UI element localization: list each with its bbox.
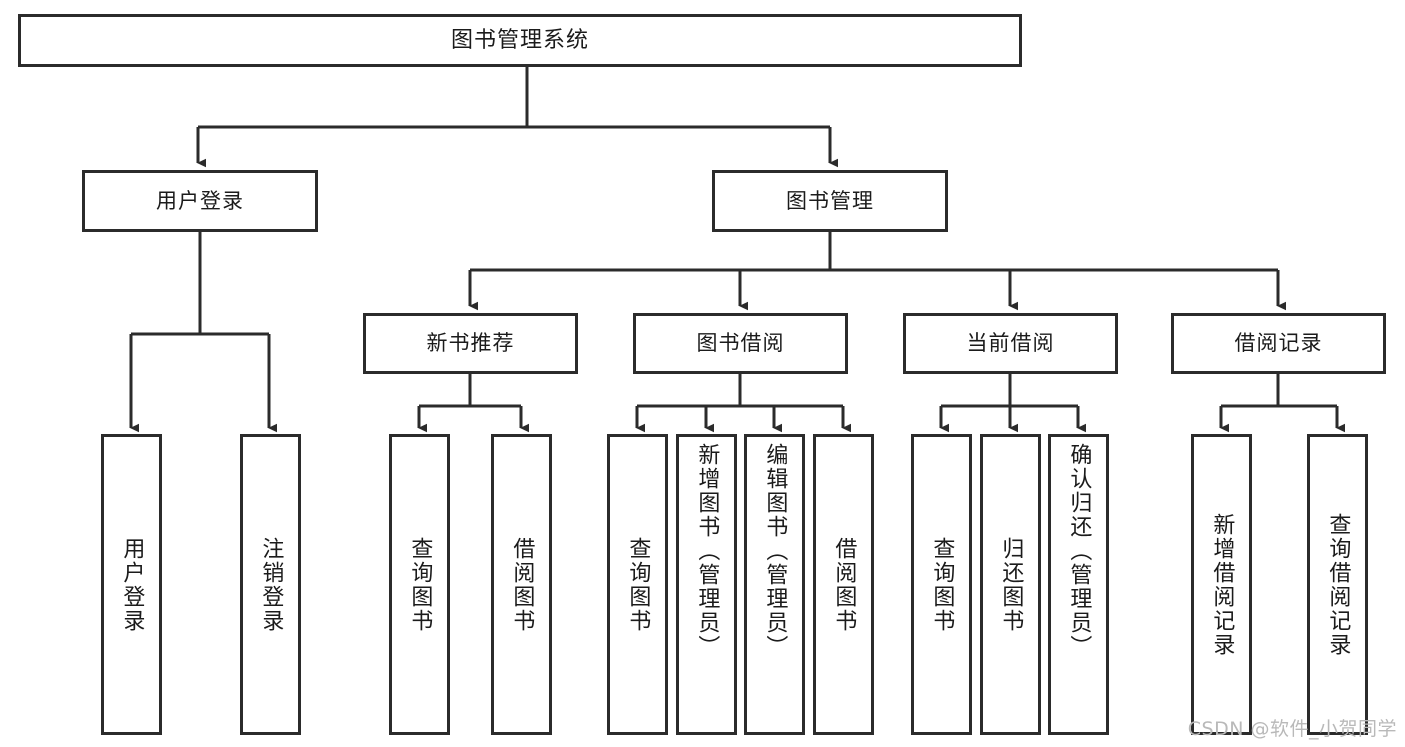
watermark: CSDN @软件_小贺同学 — [1187, 718, 1397, 740]
leaf-current-return-book[interactable]: 归还图书 — [980, 434, 1041, 735]
leaf-user-login-signin-label: 用户登录 — [119, 536, 145, 633]
leaf-borrow-query-book-label: 查询图书 — [625, 536, 651, 633]
leaf-current-confirm-return-label: 确认归还（管理员） — [1066, 443, 1092, 659]
node-book-borrow-label: 图书借阅 — [696, 331, 785, 356]
node-new-book-recommend-label: 新书推荐 — [426, 331, 515, 356]
leaf-records-query-record[interactable]: 查询借阅记录 — [1307, 434, 1368, 735]
node-root[interactable]: 图书管理系统 — [18, 14, 1022, 67]
leaf-recommend-query-book-label: 查询图书 — [407, 536, 433, 633]
node-borrow-records-label: 借阅记录 — [1234, 331, 1323, 356]
leaf-borrow-add-book-label: 新增图书（管理员） — [694, 443, 720, 659]
node-user-login[interactable]: 用户登录 — [82, 170, 318, 232]
node-new-book-recommend[interactable]: 新书推荐 — [363, 313, 578, 374]
leaf-recommend-borrow-book-label: 借阅图书 — [509, 536, 535, 633]
leaf-records-query-record-label: 查询借阅记录 — [1325, 512, 1351, 657]
leaf-user-login-signin[interactable]: 用户登录 — [101, 434, 162, 735]
leaf-records-add-record[interactable]: 新增借阅记录 — [1191, 434, 1252, 735]
node-book-management-label: 图书管理 — [786, 188, 874, 213]
leaf-recommend-borrow-book[interactable]: 借阅图书 — [491, 434, 552, 735]
node-root-label: 图书管理系统 — [450, 27, 589, 53]
leaf-current-query-book-label: 查询图书 — [929, 536, 955, 633]
leaf-borrow-query-book[interactable]: 查询图书 — [607, 434, 668, 735]
leaf-borrow-edit-book-label: 编辑图书（管理员） — [762, 443, 788, 659]
leaf-records-add-record-label: 新增借阅记录 — [1209, 512, 1235, 657]
node-current-borrow[interactable]: 当前借阅 — [903, 313, 1118, 374]
leaf-borrow-borrow-book[interactable]: 借阅图书 — [813, 434, 874, 735]
node-current-borrow-label: 当前借阅 — [966, 331, 1055, 356]
node-book-borrow[interactable]: 图书借阅 — [633, 313, 848, 374]
leaf-borrow-edit-book[interactable]: 编辑图书（管理员） — [744, 434, 805, 735]
node-borrow-records[interactable]: 借阅记录 — [1171, 313, 1386, 374]
leaf-current-query-book[interactable]: 查询图书 — [911, 434, 972, 735]
leaf-current-confirm-return[interactable]: 确认归还（管理员） — [1048, 434, 1109, 735]
leaf-current-return-book-label: 归还图书 — [998, 536, 1024, 633]
node-book-management[interactable]: 图书管理 — [712, 170, 948, 232]
leaf-user-login-signout[interactable]: 注销登录 — [240, 434, 301, 735]
leaf-borrow-borrow-book-label: 借阅图书 — [831, 536, 857, 633]
leaf-borrow-add-book[interactable]: 新增图书（管理员） — [676, 434, 737, 735]
leaf-user-login-signout-label: 注销登录 — [258, 536, 284, 633]
node-user-login-label: 用户登录 — [156, 188, 244, 213]
leaf-recommend-query-book[interactable]: 查询图书 — [389, 434, 450, 735]
